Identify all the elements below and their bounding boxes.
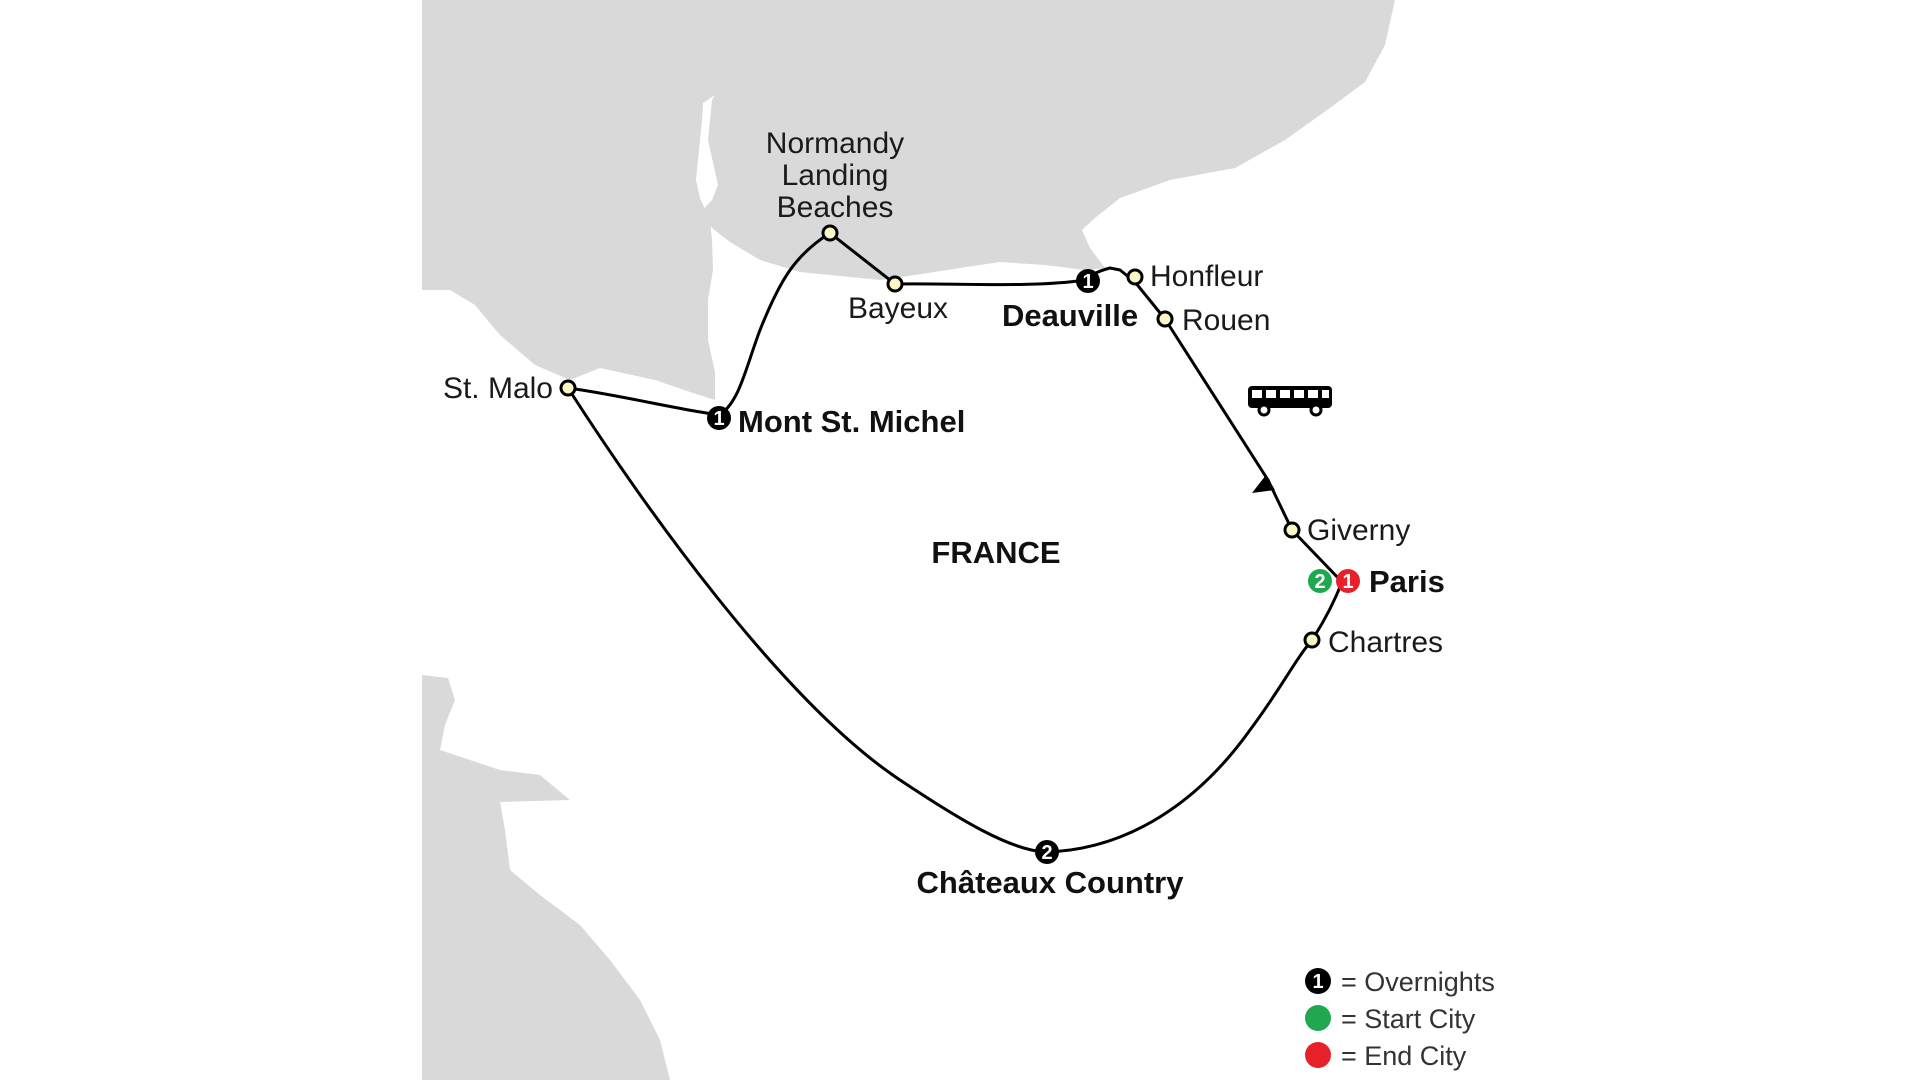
label-france: FRANCE	[931, 535, 1060, 570]
badge-paris-start: 2	[1308, 569, 1332, 593]
svg-text:= Overnights: = Overnights	[1341, 967, 1495, 997]
label-normandy-line3: Beaches	[777, 191, 894, 224]
stop-marker-normandy	[821, 224, 839, 242]
label-giverny: Giverny	[1307, 514, 1410, 547]
label-honfleur: Honfleur	[1150, 260, 1263, 293]
label-mont-st-michel: Mont St. Michel	[738, 404, 965, 439]
stop-marker-giverny	[1283, 521, 1301, 539]
land-west-coast	[422, 675, 670, 1080]
legend: 1 = Overnights = Start City = End City	[1305, 967, 1495, 1071]
label-paris: Paris	[1369, 564, 1445, 599]
bus-icon	[1248, 386, 1332, 417]
label-bayeux: Bayeux	[848, 292, 948, 325]
label-normandy-line1: Normandy	[766, 127, 904, 160]
stop-marker-st-malo	[559, 379, 577, 397]
badge-deauville: 1	[1076, 269, 1100, 293]
badge-paris-end: 1	[1336, 569, 1360, 593]
labels: Normandy Landing Beaches Bayeux Deauvill…	[443, 127, 1445, 900]
route-line	[566, 231, 1344, 854]
land-north-coast	[422, 0, 1395, 400]
land-masses	[422, 0, 1395, 1080]
svg-text:= Start City: = Start City	[1341, 1004, 1476, 1034]
svg-text:1: 1	[1312, 971, 1323, 993]
stop-marker-rouen	[1156, 310, 1174, 328]
svg-text:1: 1	[1342, 571, 1353, 593]
badge-mont-st-michel: 1	[707, 406, 731, 430]
label-normandy-line2: Landing	[782, 159, 889, 192]
badge-chateaux-country: 2	[1035, 840, 1059, 864]
stop-marker-chartres	[1303, 631, 1321, 649]
legend-end-city: = End City	[1305, 1041, 1467, 1071]
label-st-malo: St. Malo	[443, 372, 553, 405]
svg-text:= End City: = End City	[1341, 1041, 1467, 1071]
overnight-badges: 1 1 2 1 2	[707, 269, 1360, 864]
stop-marker-honfleur	[1126, 268, 1144, 286]
label-chartres: Chartres	[1328, 626, 1443, 659]
label-rouen: Rouen	[1182, 304, 1270, 337]
legend-start-city: = Start City	[1305, 1004, 1476, 1034]
svg-text:2: 2	[1041, 842, 1052, 864]
label-deauville: Deauville	[1002, 298, 1138, 333]
stop-marker-bayeux	[886, 275, 904, 293]
svg-text:1: 1	[713, 408, 724, 430]
label-chateaux-country: Châteaux Country	[917, 865, 1185, 900]
svg-text:1: 1	[1082, 271, 1093, 293]
direction-arrow	[1252, 475, 1275, 493]
svg-text:2: 2	[1314, 571, 1325, 593]
legend-overnights: 1 = Overnights	[1305, 967, 1495, 997]
stops	[559, 224, 1321, 649]
